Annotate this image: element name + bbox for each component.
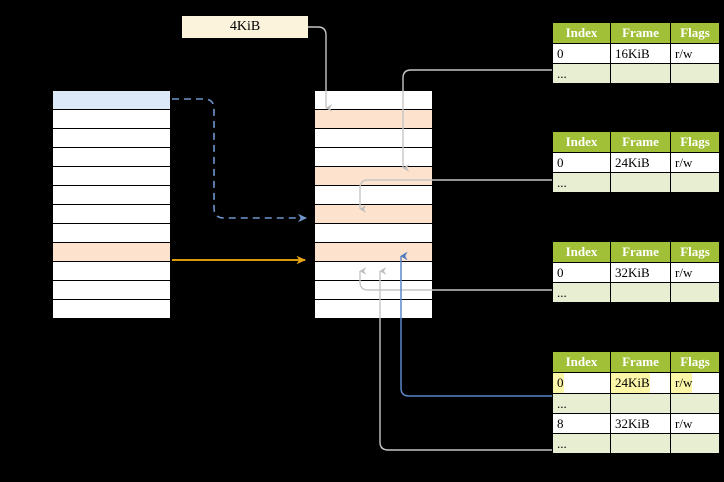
column-header-index: Index: [552, 22, 611, 44]
column-header-index: Index: [552, 351, 611, 373]
wire-virtual-row0-to-physical-row6: [172, 98, 307, 223]
cell-frame: [610, 172, 671, 193]
cell-frame: 24KiB: [610, 152, 671, 173]
memory-row: [52, 299, 171, 319]
table-row: ...: [552, 433, 720, 454]
column-header-frame: Frame: [610, 241, 671, 263]
memory-row: [314, 280, 433, 300]
memory-row: [314, 223, 433, 243]
cell-frame: [610, 282, 671, 303]
table-row: ...: [552, 282, 720, 303]
cell-index: ...: [552, 63, 611, 84]
column-header-frame: Frame: [610, 22, 671, 44]
table-row: ...: [552, 63, 720, 84]
column-header-flags: Flags: [670, 241, 720, 263]
cell-index: ...: [552, 393, 611, 414]
cell-index: 0: [552, 43, 611, 64]
cell-frame: 32KiB: [610, 262, 671, 283]
table-row: ...: [552, 393, 720, 414]
memory-row: [314, 204, 433, 224]
cell-frame: 24KiB: [610, 372, 671, 394]
memory-row: [52, 90, 171, 110]
column-header-flags: Flags: [670, 22, 720, 44]
label-box-4kib: 4KiB: [182, 16, 308, 38]
cell-flags: [670, 63, 720, 84]
memory-row: [52, 242, 171, 262]
column-header-frame: Frame: [610, 351, 671, 373]
memory-row: [52, 261, 171, 281]
memory-row: [52, 204, 171, 224]
memory-row: [52, 185, 171, 205]
column-header-flags: Flags: [670, 351, 720, 373]
cell-frame: 32KiB: [610, 413, 671, 434]
cell-flags: r/w: [670, 372, 720, 394]
cell-index: 0: [552, 152, 611, 173]
cell-flags: r/w: [670, 152, 720, 173]
memory-row: [52, 128, 171, 148]
memory-row: [314, 147, 433, 167]
cell-frame: [610, 433, 671, 454]
memory-row: [314, 261, 433, 281]
cell-frame: 16KiB: [610, 43, 671, 64]
cell-flags: [670, 172, 720, 193]
virtual-address-space-column: [51, 89, 172, 330]
column-header-index: Index: [552, 131, 611, 153]
column-header-index: Index: [552, 241, 611, 263]
cell-frame: [610, 63, 671, 84]
cell-index: ...: [552, 433, 611, 454]
cell-flags: [670, 433, 720, 454]
memory-row: [314, 185, 433, 205]
column-header-frame: Frame: [610, 131, 671, 153]
memory-row: [52, 280, 171, 300]
cell-index: 0: [552, 372, 611, 394]
physical-memory-column: [313, 89, 434, 330]
memory-row: [314, 242, 433, 262]
memory-row: [314, 299, 433, 319]
cell-flags: [670, 282, 720, 303]
memory-row: [52, 109, 171, 129]
memory-row: [52, 147, 171, 167]
memory-row: [52, 166, 171, 186]
cell-index: ...: [552, 282, 611, 303]
cell-frame: [610, 393, 671, 414]
cell-flags: r/w: [670, 262, 720, 283]
column-header-flags: Flags: [670, 131, 720, 153]
memory-row: [314, 90, 433, 110]
cell-flags: r/w: [670, 43, 720, 64]
table-row: ...: [552, 172, 720, 193]
cell-index: 0: [552, 262, 611, 283]
cell-index: ...: [552, 172, 611, 193]
cell-index: 8: [552, 413, 611, 434]
cell-flags: [670, 393, 720, 414]
memory-row: [314, 109, 433, 129]
memory-row: [52, 223, 171, 243]
memory-row: [314, 128, 433, 148]
memory-row: [314, 166, 433, 186]
cell-flags: r/w: [670, 413, 720, 434]
